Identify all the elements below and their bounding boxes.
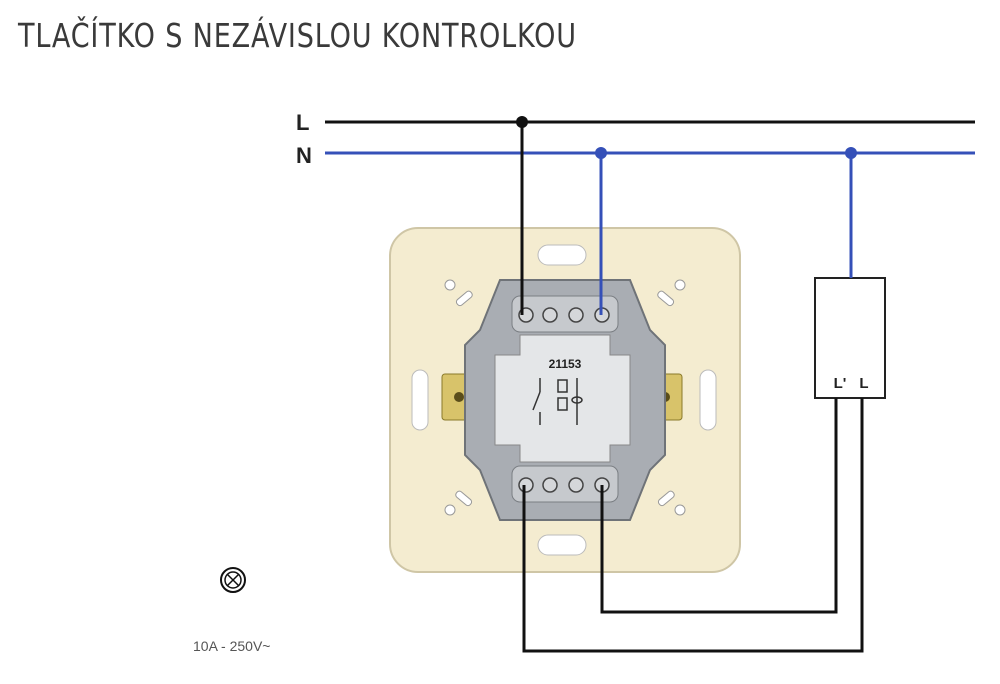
junction-dot bbox=[845, 147, 857, 159]
model-number: 21153 bbox=[549, 357, 582, 371]
switch-symbol-icon bbox=[532, 378, 583, 425]
line-label-l: L bbox=[296, 110, 309, 135]
junction-dot bbox=[516, 116, 528, 128]
switch-mechanism: 21153 bbox=[464, 279, 666, 521]
lamp-icon bbox=[220, 567, 246, 593]
indicator-module: L' L bbox=[814, 277, 886, 399]
line-label-n: N bbox=[296, 143, 312, 168]
wires bbox=[520, 122, 864, 653]
terminal-label-l: L bbox=[859, 375, 868, 392]
rating-label: 10A - 250V~ bbox=[193, 638, 271, 654]
junction-dot bbox=[595, 147, 607, 159]
terminal-label-l-prime: L' bbox=[834, 375, 847, 392]
diagram-title: TLAČÍTKO S NEZÁVISLOU KONTROLKOU bbox=[18, 16, 577, 55]
